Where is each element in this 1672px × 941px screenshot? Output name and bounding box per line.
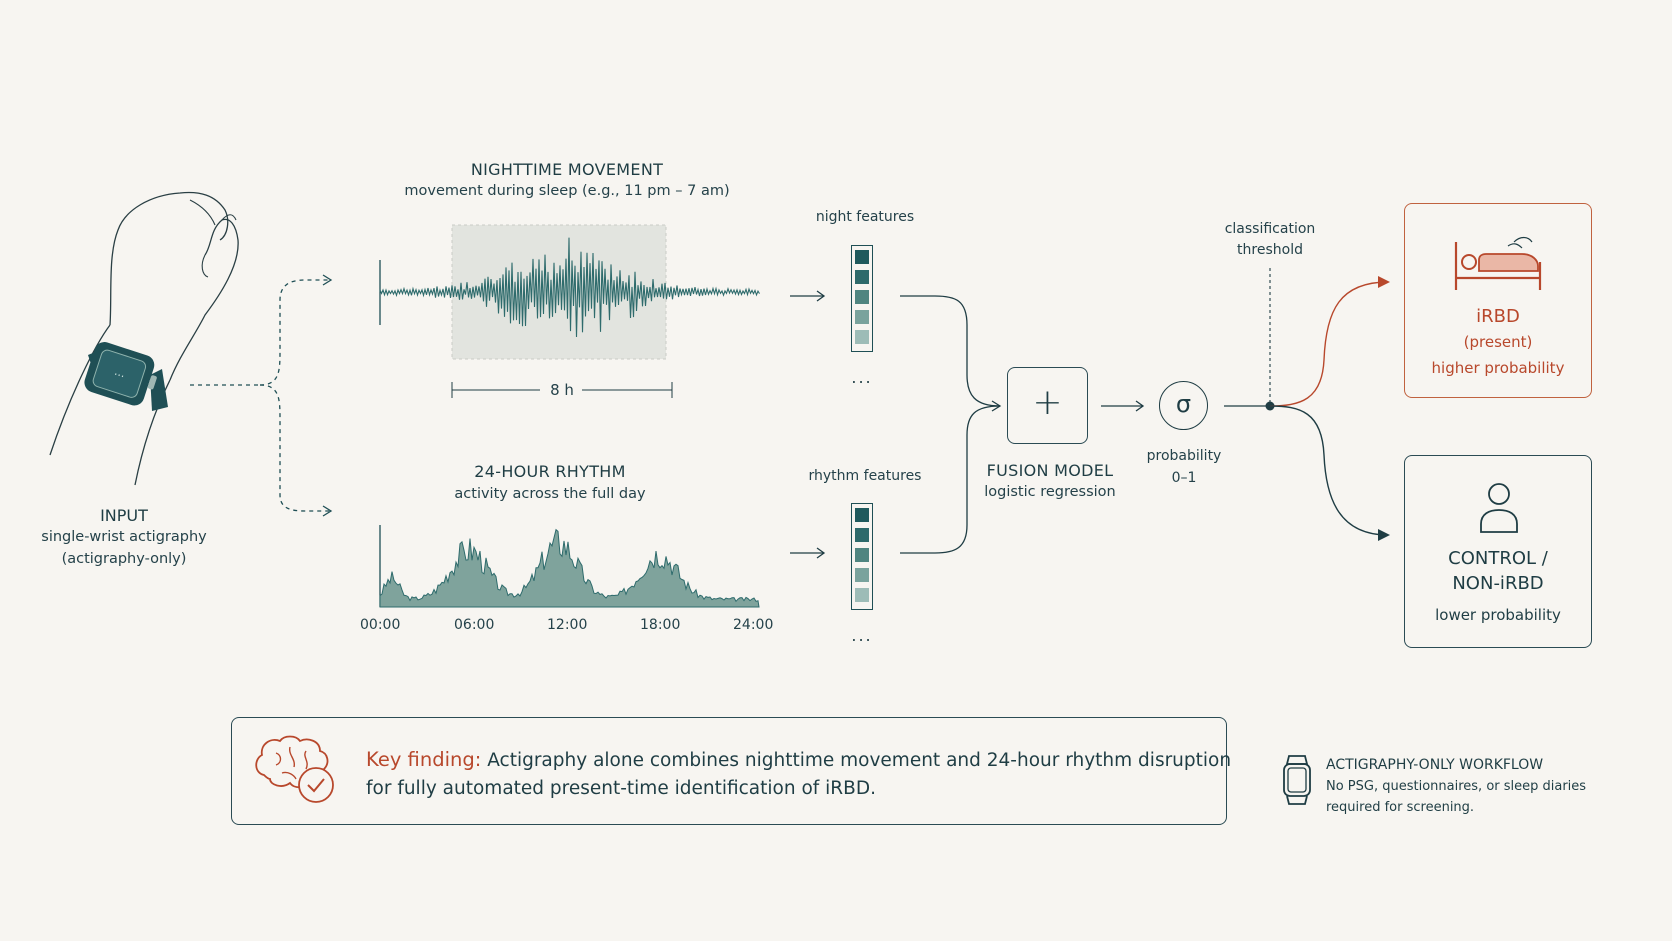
threshold-label-1: classification <box>1224 221 1316 237</box>
fusion-model-box <box>1007 367 1088 444</box>
control-line1: CONTROL / <box>1448 548 1548 569</box>
key-finding-text-1: Actigraphy alone combines nighttime move… <box>487 750 1232 771</box>
irbd-outcome-box <box>1404 203 1592 398</box>
bed-sleeping-icon <box>1454 236 1542 290</box>
rhythm-tick-1: 06:00 <box>454 617 495 633</box>
irbd-title: iRBD <box>1476 306 1520 327</box>
rhythm-activity-chart <box>379 525 760 608</box>
control-outcome-box <box>1404 455 1592 648</box>
fusion-subtitle: logistic regression <box>984 484 1116 500</box>
probability-range: 0–1 <box>1171 470 1197 486</box>
night-title: NIGHTTIME MOVEMENT <box>470 160 664 179</box>
input-line1: single-wrist actigraphy <box>41 529 207 545</box>
threshold-label-2: threshold <box>1237 242 1303 258</box>
night-features-label: night features <box>815 209 915 225</box>
probability-label: probability <box>1146 448 1222 464</box>
rhythm-tick-0: 00:00 <box>360 617 401 633</box>
input-title: INPUT <box>100 506 148 525</box>
input-branch-connector <box>190 274 333 517</box>
night-movement-waveform <box>379 224 760 360</box>
key-finding-line1: Key finding: Actigraphy alone combines n… <box>366 748 1231 771</box>
key-finding-label: Key finding: <box>366 748 482 771</box>
irbd-probability: higher probability <box>1431 359 1565 377</box>
rhythm-title: 24-HOUR RHYTHM <box>474 462 626 481</box>
rhythm-ellipsis: ... <box>851 626 873 645</box>
key-finding-box <box>231 717 1227 825</box>
sigmoid-symbol: σ <box>1175 390 1192 418</box>
rhythm-feature-vector <box>851 503 873 610</box>
sigmoid-circle <box>1159 381 1208 430</box>
duration-bracket <box>451 382 673 398</box>
smartwatch-icon <box>1283 755 1311 805</box>
fusion-title: FUSION MODEL <box>986 461 1114 480</box>
brain-check-icon <box>255 735 334 803</box>
workflow-line2: required for screening. <box>1326 800 1475 815</box>
irbd-sub: (present) <box>1463 333 1533 351</box>
person-icon <box>1480 483 1518 533</box>
control-line2: NON-iRBD <box>1452 573 1544 594</box>
fusion-to-sigmoid-arrow <box>1101 400 1145 412</box>
workflow-line1: No PSG, questionnaires, or sleep diaries <box>1326 779 1587 794</box>
rhythm-tick-4: 24:00 <box>733 617 774 633</box>
duration-label: 8 h <box>550 381 574 399</box>
rhythm-tick-2: 12:00 <box>547 617 588 633</box>
workflow-title: ACTIGRAPHY-ONLY WORKFLOW <box>1326 757 1544 773</box>
rhythm-arrow <box>790 547 826 559</box>
night-arrow <box>790 290 826 302</box>
rhythm-features-label: rhythm features <box>808 468 922 484</box>
fusion-plus-icon: + <box>1032 382 1063 423</box>
control-probability: lower probability <box>1435 606 1561 624</box>
rhythm-subtitle: activity across the full day <box>454 486 646 502</box>
wrist-hand-illustration <box>49 191 239 486</box>
night-feature-vector <box>851 245 873 352</box>
fusion-merge-connector <box>900 295 1002 554</box>
classification-split-connector <box>1224 268 1390 541</box>
rhythm-tick-3: 18:00 <box>640 617 681 633</box>
key-finding-text-2: for fully automated present-time identif… <box>366 778 876 799</box>
night-subtitle: movement during sleep (e.g., 11 pm – 7 a… <box>404 183 730 199</box>
input-line2: (actigraphy-only) <box>61 551 187 567</box>
night-ellipsis: ... <box>851 368 873 387</box>
